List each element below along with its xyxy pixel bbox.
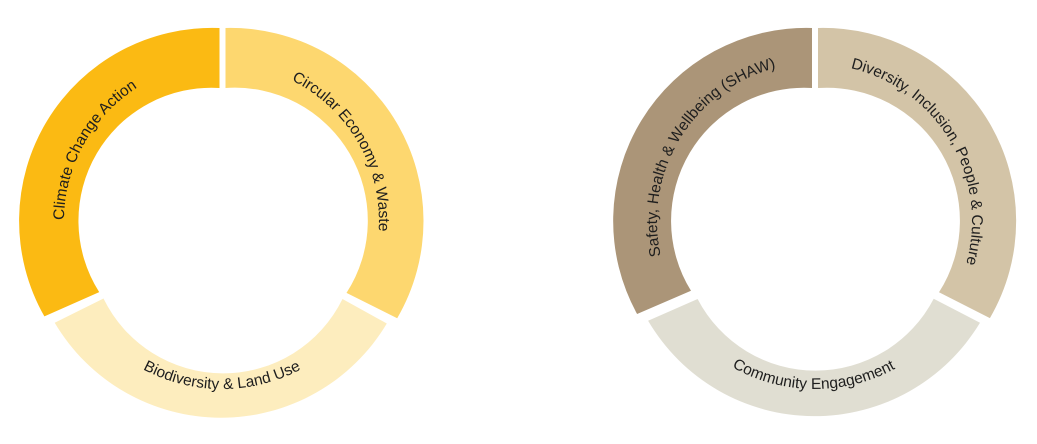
segment-safety-health-wellbeing[interactable] (613, 27, 812, 314)
segment-climate-change-action[interactable] (19, 27, 220, 317)
segment-community-engagement[interactable] (648, 298, 980, 417)
segment-diversity-inclusion-people-culture[interactable] (818, 27, 1017, 319)
segment-biodiversity-land-use[interactable] (54, 298, 387, 418)
ring-environment: Climate Change Action Circular Economy &… (19, 27, 424, 418)
ring-social: Safety, Health & Wellbeing (SHAW) Divers… (613, 27, 1017, 417)
segment-circular-economy-waste[interactable] (225, 27, 424, 319)
